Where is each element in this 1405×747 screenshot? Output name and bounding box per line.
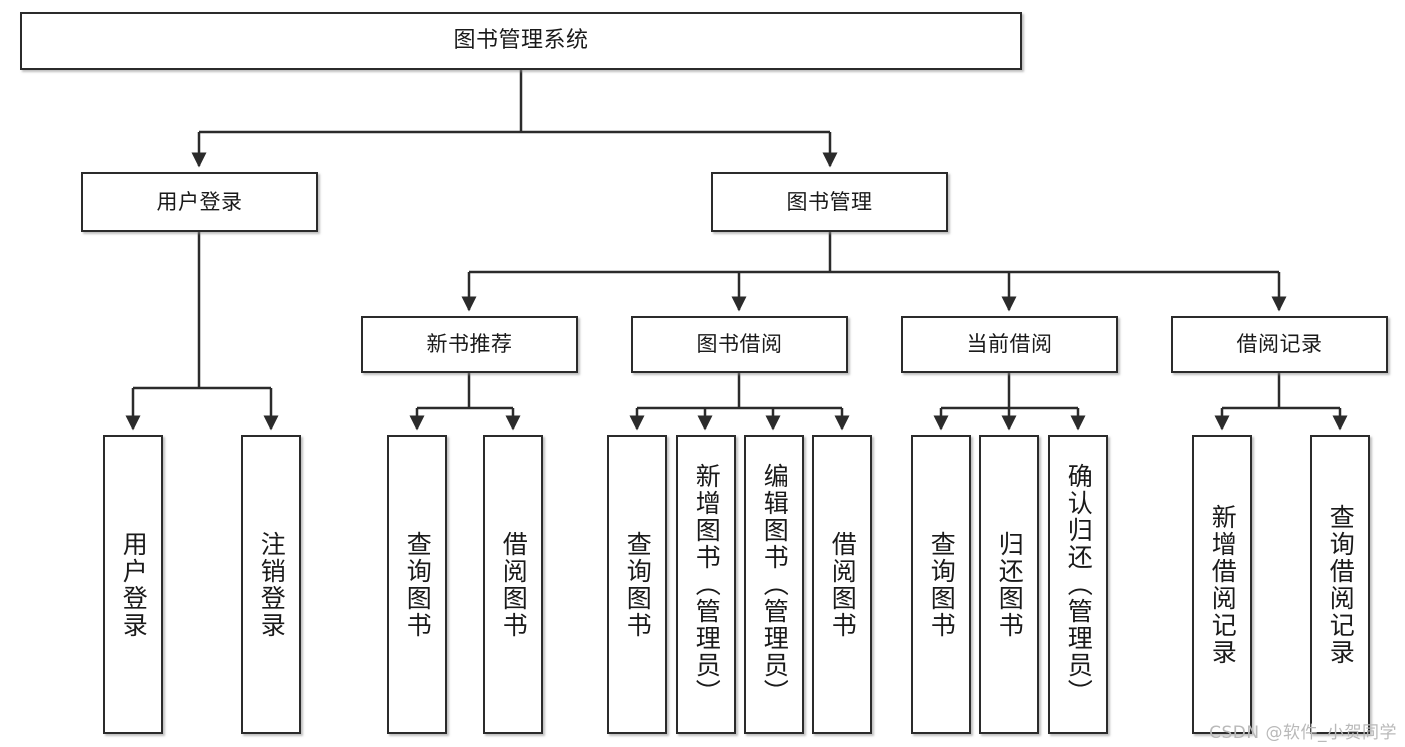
node-label: 图书借阅 [696, 332, 783, 357]
node-label: 图书管理系统 [453, 28, 589, 54]
node-label: 用户登录 [156, 189, 243, 214]
node-label: 确认归还（管理员） [1064, 463, 1094, 706]
node-label: 查询图书 [623, 530, 653, 639]
node-borrowing-record[interactable]: 借阅记录 [1171, 316, 1388, 373]
node-label: 新增图书（管理员） [692, 463, 722, 706]
node-label: 借阅记录 [1236, 332, 1323, 357]
node-label: 查询图书 [927, 530, 957, 639]
node-root-book-management-system[interactable]: 图书管理系统 [20, 12, 1022, 70]
node-label: 查询图书 [403, 530, 433, 639]
node-new-book-recommendation[interactable]: 新书推荐 [361, 316, 578, 373]
node-book-management[interactable]: 图书管理 [711, 172, 948, 232]
node-label: 新书推荐 [426, 332, 513, 357]
node-book-borrowing[interactable]: 图书借阅 [631, 316, 848, 373]
node-label: 查询借阅记录 [1326, 503, 1356, 666]
leaf-current-return-book[interactable]: 归还图书 [979, 435, 1039, 734]
leaf-borrow-borrow-book[interactable]: 借阅图书 [812, 435, 872, 734]
leaf-current-query-book[interactable]: 查询图书 [911, 435, 971, 734]
node-label: 当前借阅 [966, 332, 1053, 357]
node-current-borrowing[interactable]: 当前借阅 [901, 316, 1118, 373]
node-label: 新增借阅记录 [1208, 503, 1238, 666]
leaf-record-query-record[interactable]: 查询借阅记录 [1310, 435, 1370, 734]
node-label: 归还图书 [995, 530, 1025, 639]
leaf-new-book-query[interactable]: 查询图书 [387, 435, 447, 734]
leaf-borrow-query-book[interactable]: 查询图书 [607, 435, 667, 734]
leaf-record-add-record[interactable]: 新增借阅记录 [1192, 435, 1252, 734]
node-user-login[interactable]: 用户登录 [81, 172, 318, 232]
leaf-borrow-edit-book-admin[interactable]: 编辑图书（管理员） [744, 435, 804, 734]
node-label: 图书管理 [786, 189, 873, 214]
node-label: 借阅图书 [499, 530, 529, 639]
node-label: 借阅图书 [828, 530, 858, 639]
leaf-current-confirm-return-admin[interactable]: 确认归还（管理员） [1048, 435, 1108, 734]
leaf-borrow-add-book-admin[interactable]: 新增图书（管理员） [676, 435, 736, 734]
leaf-new-book-borrow[interactable]: 借阅图书 [483, 435, 543, 734]
leaf-user-login-logout[interactable]: 注销登录 [241, 435, 301, 734]
node-label: 注销登录 [257, 530, 287, 639]
node-label: 用户登录 [119, 530, 149, 639]
node-label: 编辑图书（管理员） [760, 463, 790, 706]
leaf-user-login-login[interactable]: 用户登录 [103, 435, 163, 734]
watermark: CSDN @软件_小贺同学 [1209, 723, 1397, 743]
